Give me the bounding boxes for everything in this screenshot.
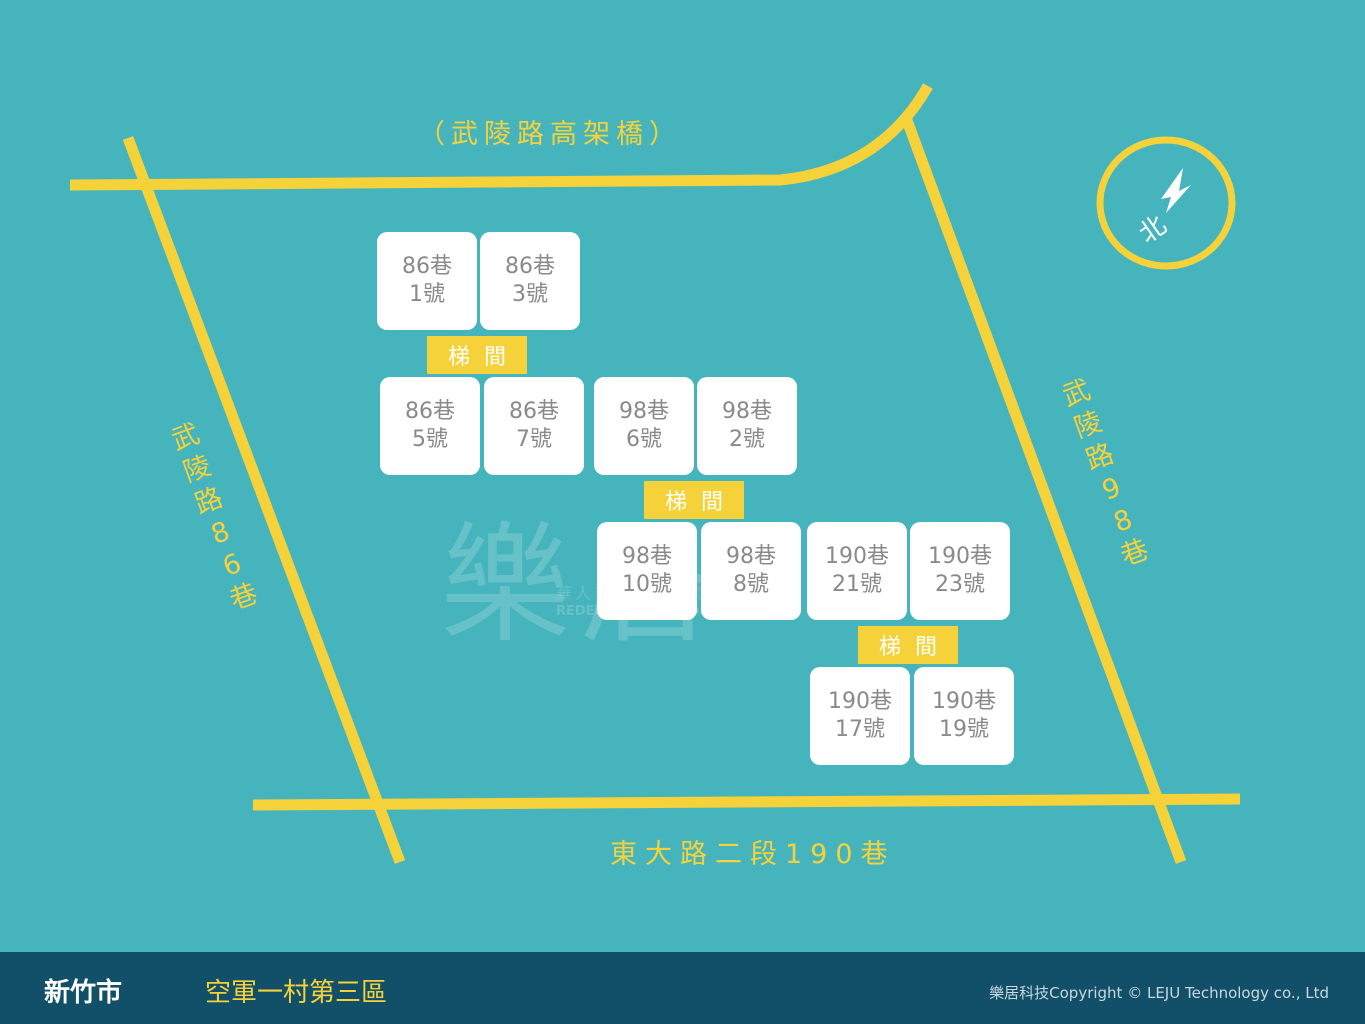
road-top [69,83,933,191]
road-label-bottom: 東大路二段190巷 [610,839,896,870]
unit-number: 21號 [832,572,882,597]
unit-lane: 98巷 [726,544,776,569]
unit-98-8: 98巷 8號 [701,522,801,620]
stairwell: 梯間 [427,336,527,374]
city-name: 新竹市 [44,978,123,1008]
unit-98-10: 98巷 10號 [597,522,697,620]
unit-lane: 98巷 [722,399,772,424]
unit-lane: 190巷 [932,689,996,714]
unit-number: 3號 [512,282,548,307]
unit-lane: 190巷 [825,544,889,569]
unit-number: 2號 [729,427,765,452]
unit-190-17: 190巷 17號 [810,667,910,765]
unit-lane: 86巷 [505,254,555,279]
unit-number: 10號 [622,572,672,597]
unit-190-19: 190巷 19號 [914,667,1014,765]
footer-bar: 新竹市 空軍一村第三區 樂居科技Copyright © LEJU Technol… [0,952,1365,1024]
unit-lane: 86巷 [405,399,455,424]
unit-number: 17號 [835,717,885,742]
unit-190-21: 190巷 21號 [807,522,907,620]
unit-number: 1號 [409,282,445,307]
unit-number: 7號 [516,427,552,452]
unit-lane: 86巷 [509,399,559,424]
unit-number: 8號 [733,572,769,597]
compass-label: 北 [1134,210,1173,249]
unit-lane: 86巷 [402,254,452,279]
site-map: 樂居 華人首選房地產資訊網 REDEFINE YOUR HOME VALUE （… [69,83,1241,870]
unit-98-2: 98巷 2號 [697,377,797,475]
road-left [122,136,406,864]
unit-86-1: 86巷 1號 [377,232,477,330]
unit-number: 19號 [939,717,989,742]
compass: 北 [1096,136,1236,270]
road-label-top: （武陵路高架橋） [418,119,682,150]
unit-190-23: 190巷 23號 [910,522,1010,620]
unit-86-7: 86巷 7號 [484,377,584,475]
copyright-text: 樂居科技Copyright © LEJU Technology co., Ltd [989,984,1329,1002]
stairwell: 梯間 [858,626,958,664]
road-bottom [252,793,1241,811]
stairwell: 梯間 [644,481,744,519]
road-right [899,113,1187,864]
unit-lane: 98巷 [622,544,672,569]
unit-98-6: 98巷 6號 [594,377,694,475]
unit-number: 6號 [626,427,662,452]
unit-lane: 98巷 [619,399,669,424]
road-network [69,83,1241,864]
unit-86-3: 86巷 3號 [480,232,580,330]
unit-number: 5號 [412,427,448,452]
unit-lane: 190巷 [928,544,992,569]
community-name: 空軍一村第三區 [205,978,388,1008]
north-arrow-icon [1161,168,1191,213]
unit-lane: 190巷 [828,689,892,714]
unit-86-5: 86巷 5號 [380,377,480,475]
unit-number: 23號 [935,572,985,597]
